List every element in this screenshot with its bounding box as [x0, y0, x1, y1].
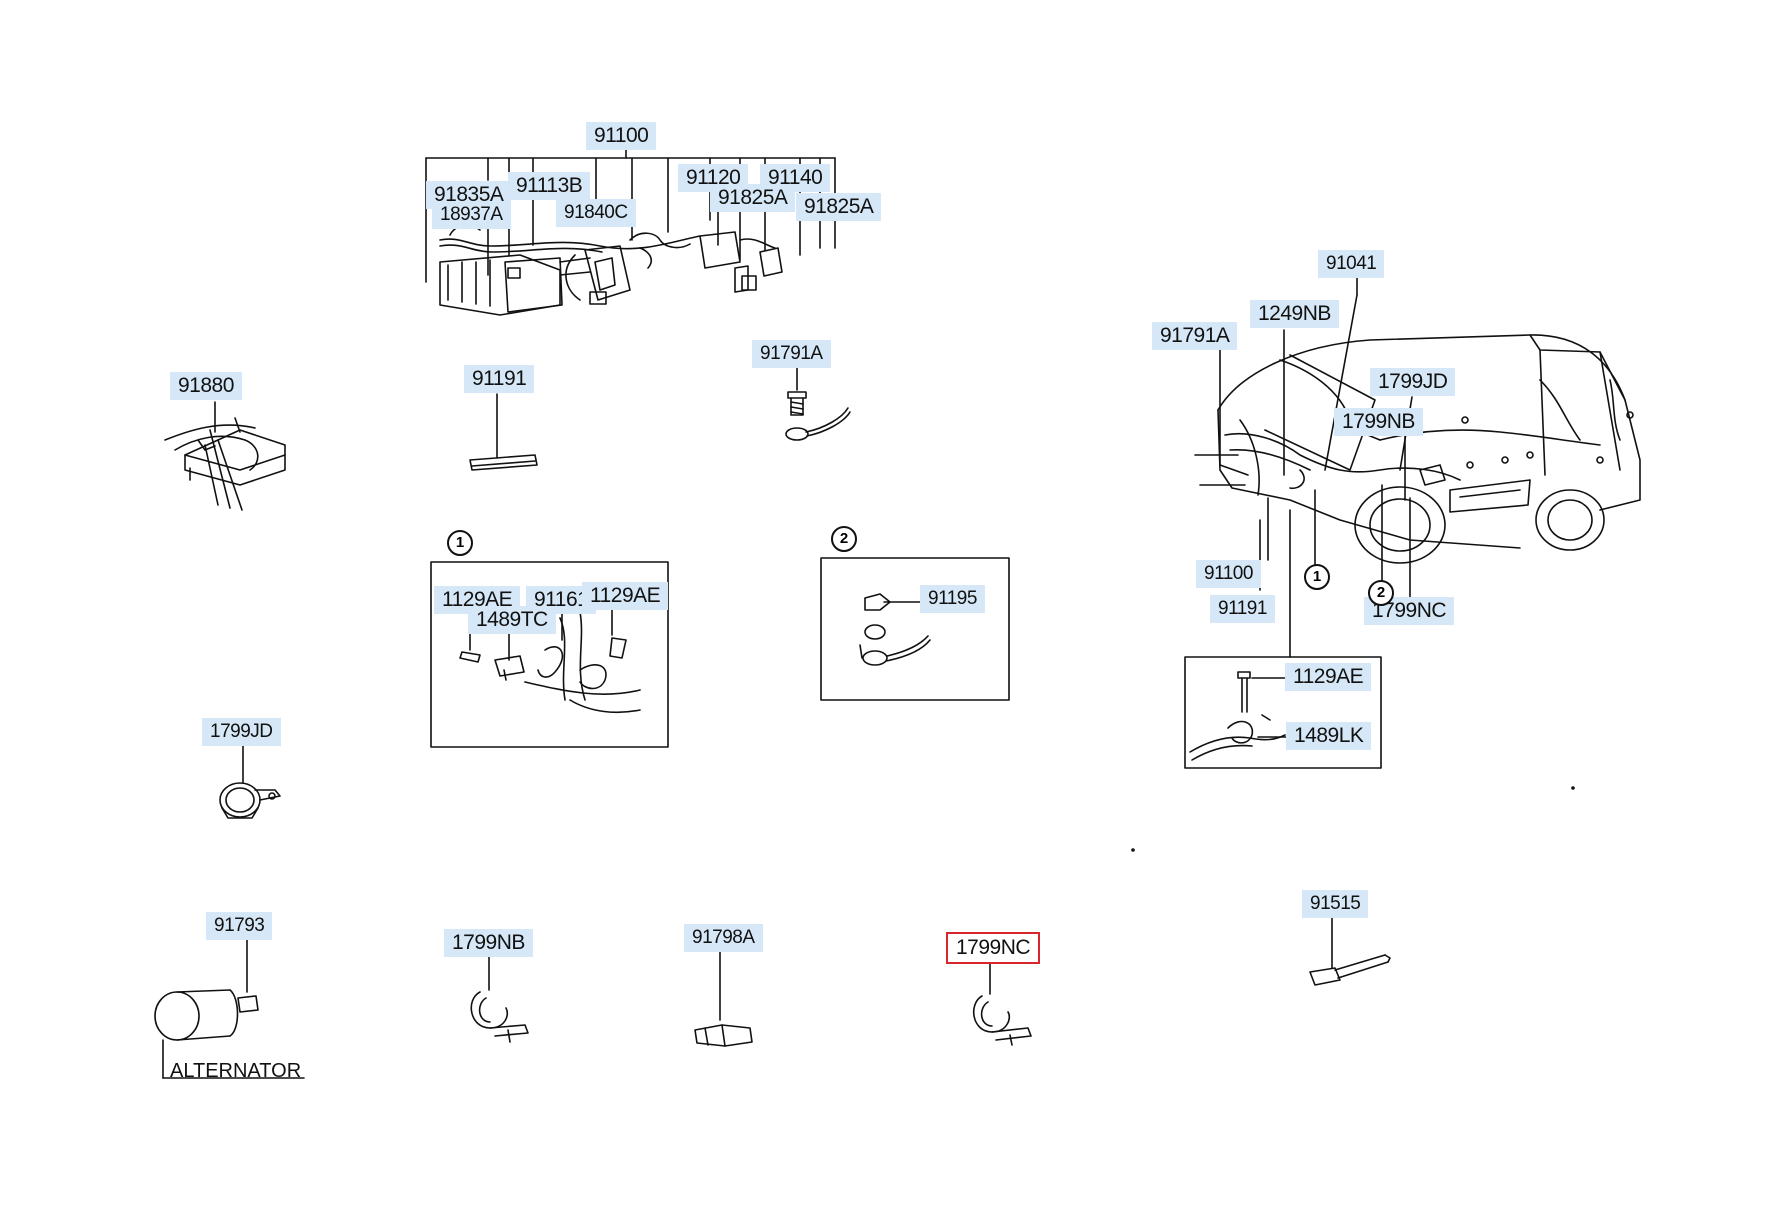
label-91825A-1[interactable]: 91825A [710, 184, 796, 212]
label-91515[interactable]: 91515 [1302, 890, 1369, 918]
label-91798A[interactable]: 91798A [684, 924, 763, 952]
detail-box-2 [820, 557, 1010, 701]
label-91793[interactable]: 91793 [206, 912, 273, 940]
part-91515-drawing [1309, 915, 1391, 986]
part-91880-drawing [164, 401, 286, 511]
label-1799NC-selected[interactable]: 1799NC [945, 932, 1041, 964]
part-91191-drawing [469, 393, 538, 471]
label-91041[interactable]: 91041 [1318, 250, 1385, 278]
label-91825A-2[interactable]: 91825A [796, 193, 882, 221]
label-91195[interactable]: 91195 [920, 585, 985, 613]
label-1129AE-2[interactable]: 1129AE [582, 582, 669, 610]
detail-box-3 [1184, 656, 1382, 769]
label-1489TC[interactable]: 1489TC [468, 606, 556, 634]
label-91191-top[interactable]: 91191 [464, 365, 535, 393]
label-1249NB[interactable]: 1249NB [1250, 300, 1339, 328]
label-1799JD[interactable]: 1799JD [202, 718, 281, 746]
label-1489LK[interactable]: 1489LK [1286, 722, 1372, 750]
part-91798A-drawing [694, 949, 753, 1047]
callout-2-car: 2 [1368, 580, 1394, 606]
part-91791A-drawing [785, 367, 851, 441]
part-1799NB-drawing [470, 954, 529, 1043]
label-1799JD-car[interactable]: 1799JD [1370, 368, 1456, 396]
label-91100[interactable]: 91100 [586, 122, 657, 150]
label-91113B[interactable]: 91113B [508, 172, 591, 200]
label-1129AE-3[interactable]: 1129AE [1285, 663, 1372, 691]
vehicle-leaders [1194, 277, 1413, 658]
label-91100-car[interactable]: 91100 [1196, 560, 1261, 588]
alternator-label: ALTERNATOR [170, 1060, 302, 1082]
label-18937A[interactable]: 18937A [432, 201, 511, 229]
part-1799NC-drawing [973, 957, 1032, 1046]
label-91791A-mid[interactable]: 91791A [752, 340, 831, 368]
label-1799NB-car[interactable]: 1799NB [1334, 408, 1423, 436]
callout-1-detail: 1 [447, 530, 473, 556]
label-91191-car[interactable]: 91191 [1210, 595, 1275, 623]
callout-1-car: 1 [1304, 564, 1330, 590]
label-91791A-car[interactable]: 91791A [1152, 322, 1238, 350]
label-91880[interactable]: 91880 [170, 372, 242, 400]
label-1799NB[interactable]: 1799NB [444, 929, 533, 957]
label-91840C[interactable]: 91840C [556, 199, 636, 227]
callout-2-detail: 2 [831, 526, 857, 552]
part-91793-drawing [154, 937, 305, 1079]
main-harness-drawing [439, 224, 783, 316]
part-1799JD-drawing [219, 745, 281, 819]
vehicle-drawing [1217, 334, 1641, 564]
